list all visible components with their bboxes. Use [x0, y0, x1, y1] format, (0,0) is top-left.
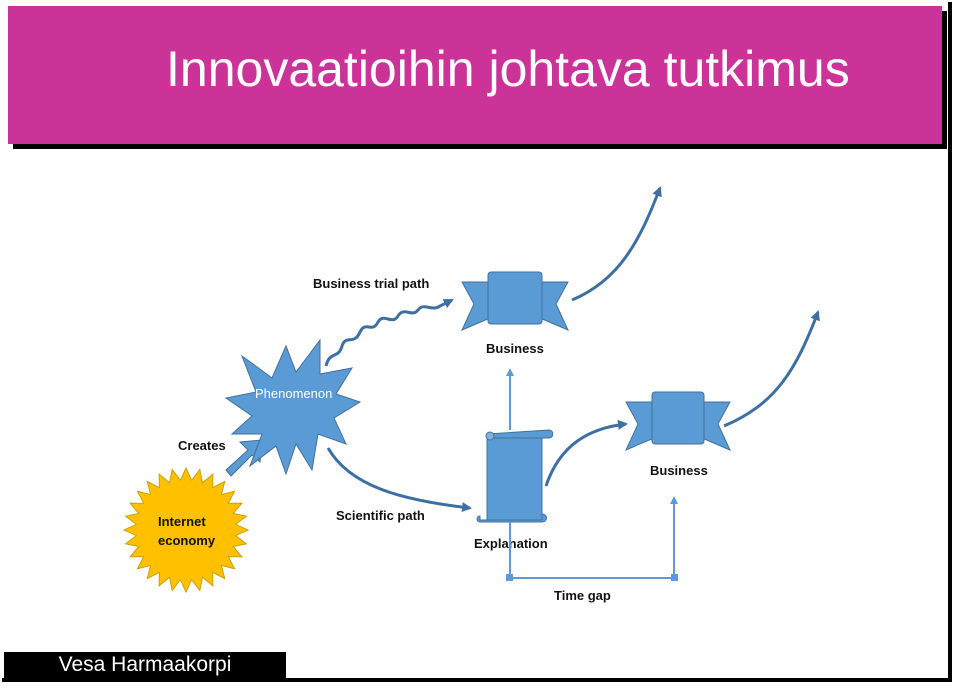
business-top-label: Business [486, 341, 544, 356]
explanation-scroll [476, 429, 554, 523]
phenomenon-label: Phenomenon [255, 386, 332, 401]
internet-economy-sun: Internet economy [122, 466, 250, 594]
economy-label: economy [158, 533, 216, 548]
business-ribbon-right [625, 391, 731, 451]
business-trial-path-label: Business trial path [313, 276, 429, 291]
scientific-path-label: Scientific path [336, 508, 425, 523]
title-bar [8, 6, 942, 144]
business-growth-arrow-right [723, 310, 820, 428]
explanation-to-business-arrow [544, 419, 628, 487]
time-gap-label: Time gap [554, 588, 611, 603]
business-right-label: Business [650, 463, 708, 478]
slide-border [2, 2, 952, 682]
internet-label: Internet [158, 514, 206, 529]
scientific-path-line [326, 447, 472, 513]
business-trial-path-line [324, 298, 454, 367]
phenomenon-explosion: Phenomenon [224, 338, 362, 476]
business-ribbon-top [461, 271, 569, 331]
time-gap-bracket [506, 496, 678, 581]
slide-title: Innovaatioihin johtava tutkimus [166, 41, 850, 97]
business-growth-arrow-top [571, 186, 662, 302]
creates-label: Creates [178, 438, 226, 453]
author-footer: Vesa Harmaakorpi [4, 652, 286, 678]
